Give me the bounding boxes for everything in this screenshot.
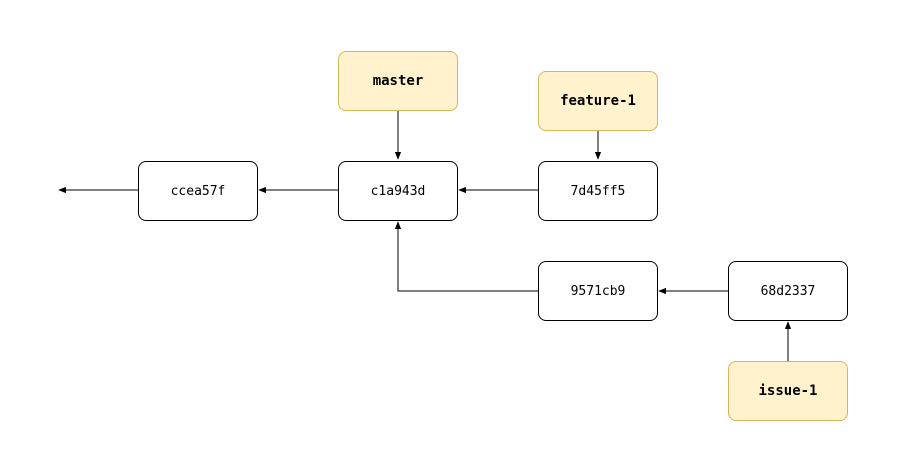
commit-68d2337: 68d2337	[728, 261, 848, 321]
commit-ccea57f: ccea57f	[138, 161, 258, 221]
branch-master: master	[338, 51, 458, 111]
edge-9571cb9-to-c1a943d	[394, 221, 538, 292]
commit-7d45ff5: 7d45ff5	[538, 161, 658, 221]
branch-issue-1: issue-1	[728, 361, 848, 421]
branch-feature-1: feature-1	[538, 71, 658, 131]
commit-c1a943d: c1a943d	[338, 161, 458, 221]
commit-9571cb9: 9571cb9	[538, 261, 658, 321]
